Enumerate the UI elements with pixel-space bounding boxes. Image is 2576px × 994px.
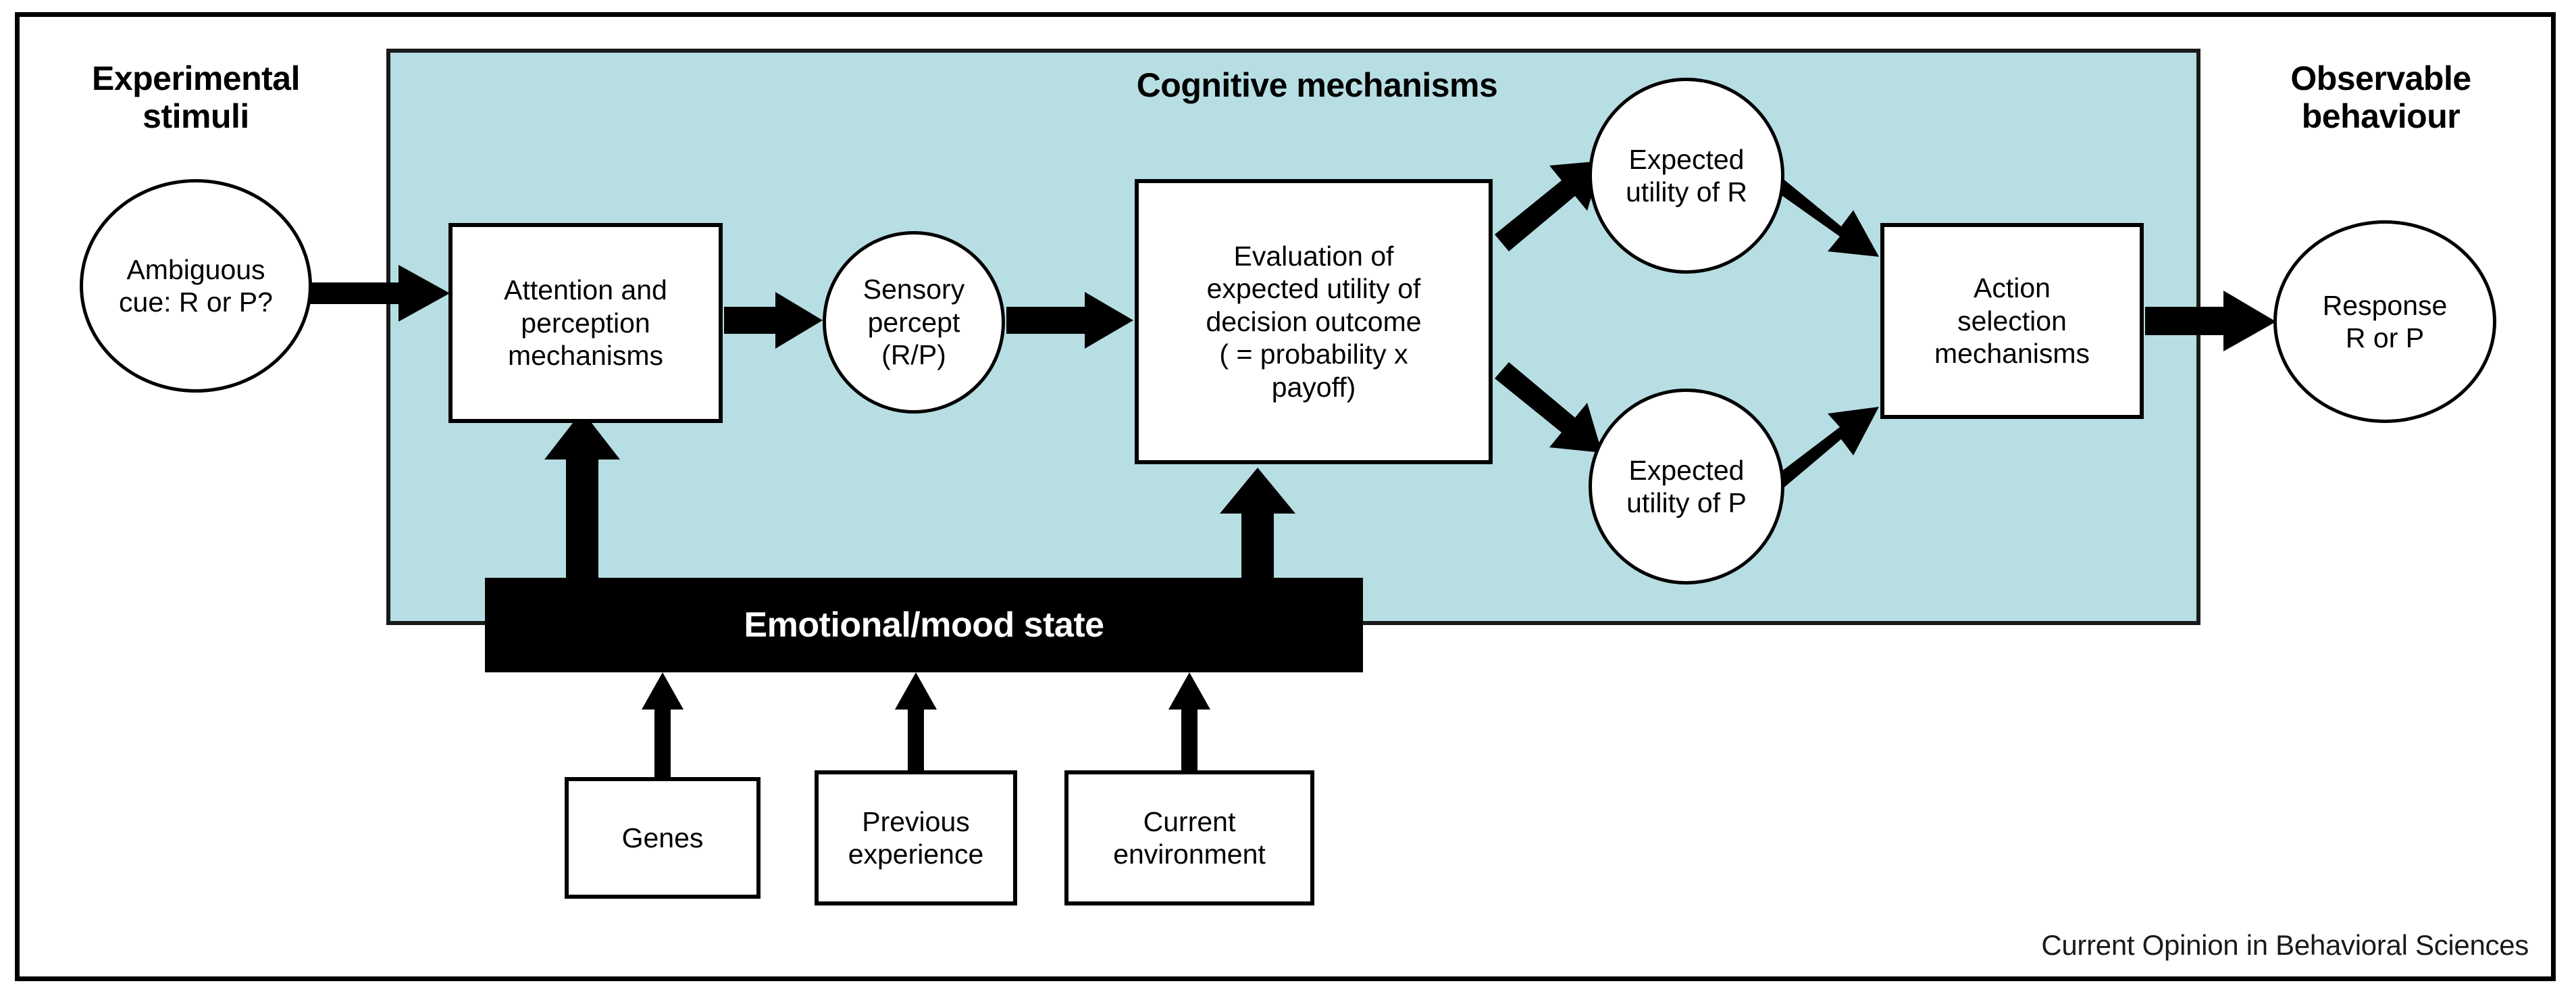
node-attention-label: Attention and perception mechanisms: [504, 274, 667, 372]
node-action-selection-label: Action selection mechanisms: [1934, 272, 2090, 370]
node-genes-label: Genes: [621, 822, 704, 853]
node-expected-utility-r[interactable]: Expected utility of R: [1589, 78, 1784, 274]
node-emotional-mood-state[interactable]: Emotional/mood state: [485, 578, 1363, 672]
node-expected-utility-p[interactable]: Expected utility of P: [1589, 389, 1784, 585]
node-expected-utility-r-label: Expected utility of R: [1626, 143, 1747, 207]
node-emotional-mood-state-label: Emotional/mood state: [744, 605, 1104, 645]
node-previous-experience[interactable]: Previous experience: [815, 770, 1017, 905]
node-current-environment[interactable]: Current environment: [1064, 770, 1314, 905]
section-header-experimental-stimuli: Experimental stimuli: [91, 59, 301, 135]
journal-credit: Current Opinion in Behavioral Sciences: [2041, 929, 2529, 961]
section-header-observable-behaviour: Observable behaviour: [2290, 59, 2471, 135]
node-sensory-percept-label: Sensory percept (R/P): [862, 274, 965, 371]
node-sensory-percept[interactable]: Sensory percept (R/P): [823, 231, 1005, 414]
node-current-environment-label: Current environment: [1113, 805, 1266, 870]
node-attention-perception-mechanisms[interactable]: Attention and perception mechanisms: [448, 223, 723, 423]
node-response-label: Response R or P: [2322, 289, 2448, 353]
node-evaluation-label: Evaluation of expected utility of decisi…: [1206, 241, 1422, 403]
node-evaluation-expected-utility[interactable]: Evaluation of expected utility of decisi…: [1135, 179, 1493, 464]
node-ambiguous-cue-label: Ambiguous cue: R or P?: [119, 253, 273, 318]
section-header-cognitive-mechanisms: Cognitive mechanisms: [1136, 66, 1498, 104]
node-ambiguous-cue[interactable]: Ambiguous cue: R or P?: [80, 179, 312, 393]
node-response[interactable]: Response R or P: [2273, 220, 2496, 423]
node-action-selection-mechanisms[interactable]: Action selection mechanisms: [1880, 223, 2144, 419]
node-previous-experience-label: Previous experience: [848, 805, 984, 870]
node-genes[interactable]: Genes: [565, 777, 761, 899]
node-expected-utility-p-label: Expected utility of P: [1626, 454, 1747, 518]
